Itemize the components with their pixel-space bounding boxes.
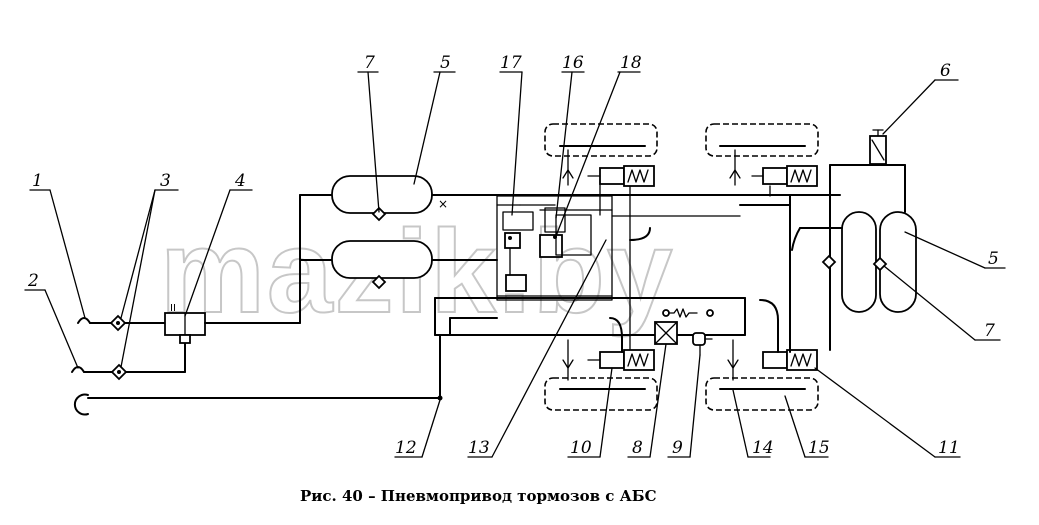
label-7-right: 7 (984, 321, 995, 341)
left-connectors: II (71, 303, 441, 416)
receiver-right-1 (841, 211, 877, 313)
left-receivers: × (299, 175, 841, 324)
label-6: 6 (940, 61, 951, 81)
wheel-front-left (544, 123, 658, 157)
label-3: 3 (160, 171, 171, 191)
central-block (496, 179, 741, 301)
wheel-rear-right (705, 377, 819, 411)
receiver-lower (331, 240, 433, 279)
label-5-top: 5 (440, 53, 451, 73)
svg-text:×: × (438, 197, 448, 211)
label-8: 8 (632, 438, 643, 458)
wheel-front-right (705, 123, 819, 157)
label-9: 9 (672, 438, 683, 458)
label-17: 17 (500, 53, 522, 73)
valve-9 (692, 332, 706, 346)
label-16: 16 (562, 53, 584, 73)
right-receivers (629, 129, 917, 353)
receiver-upper (331, 175, 433, 214)
label-14: 14 (752, 438, 774, 458)
valve-4-mark: II (170, 303, 176, 314)
label-10: 10 (570, 438, 592, 458)
figure-caption: Рис. 40 – Пневмопривод тормозов с АБС (300, 487, 657, 505)
wheel-rear-left (544, 377, 658, 411)
label-numbers: 1 2 3 4 7 5 17 16 18 6 5 7 12 13 10 8 9 … (27, 53, 999, 458)
rear-lines (434, 297, 779, 401)
label-18: 18 (620, 53, 642, 73)
label-12: 12 (395, 438, 417, 458)
label-13: 13 (468, 438, 490, 458)
rear-axle (544, 339, 819, 411)
receiver-right-2 (879, 211, 917, 313)
front-axle (544, 123, 819, 351)
label-2: 2 (27, 271, 39, 291)
label-7-top: 7 (364, 53, 375, 73)
label-4: 4 (234, 171, 246, 191)
label-1: 1 (32, 171, 43, 191)
leader-lines (24, 71, 1006, 458)
label-5-right: 5 (988, 249, 999, 269)
label-11: 11 (938, 438, 960, 458)
label-15: 15 (808, 438, 830, 458)
